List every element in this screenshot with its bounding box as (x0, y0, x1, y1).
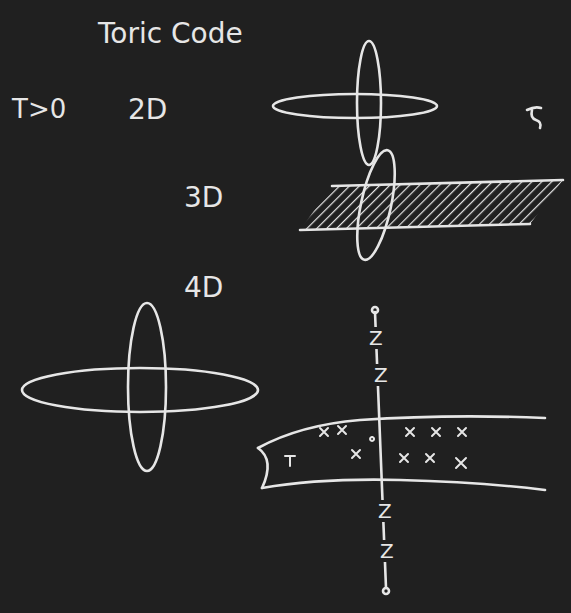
dimension-label: 3D (184, 184, 223, 212)
chalk-mark (527, 107, 541, 128)
operator-label: Z (376, 500, 394, 522)
operator-label: Z (367, 327, 385, 349)
operator-label: Z (378, 540, 396, 562)
dimension-label: 2D (128, 96, 167, 124)
temperature-label: T>0 (12, 96, 66, 122)
torus-cycles-2d (273, 41, 437, 165)
torus-cycles-4d (22, 303, 258, 471)
dimension-label: 4D (184, 274, 223, 302)
membrane-3d (300, 147, 563, 263)
string-and-membrane (258, 307, 545, 594)
board-title: Toric Code (98, 20, 243, 48)
operator-label: Z (372, 364, 390, 386)
